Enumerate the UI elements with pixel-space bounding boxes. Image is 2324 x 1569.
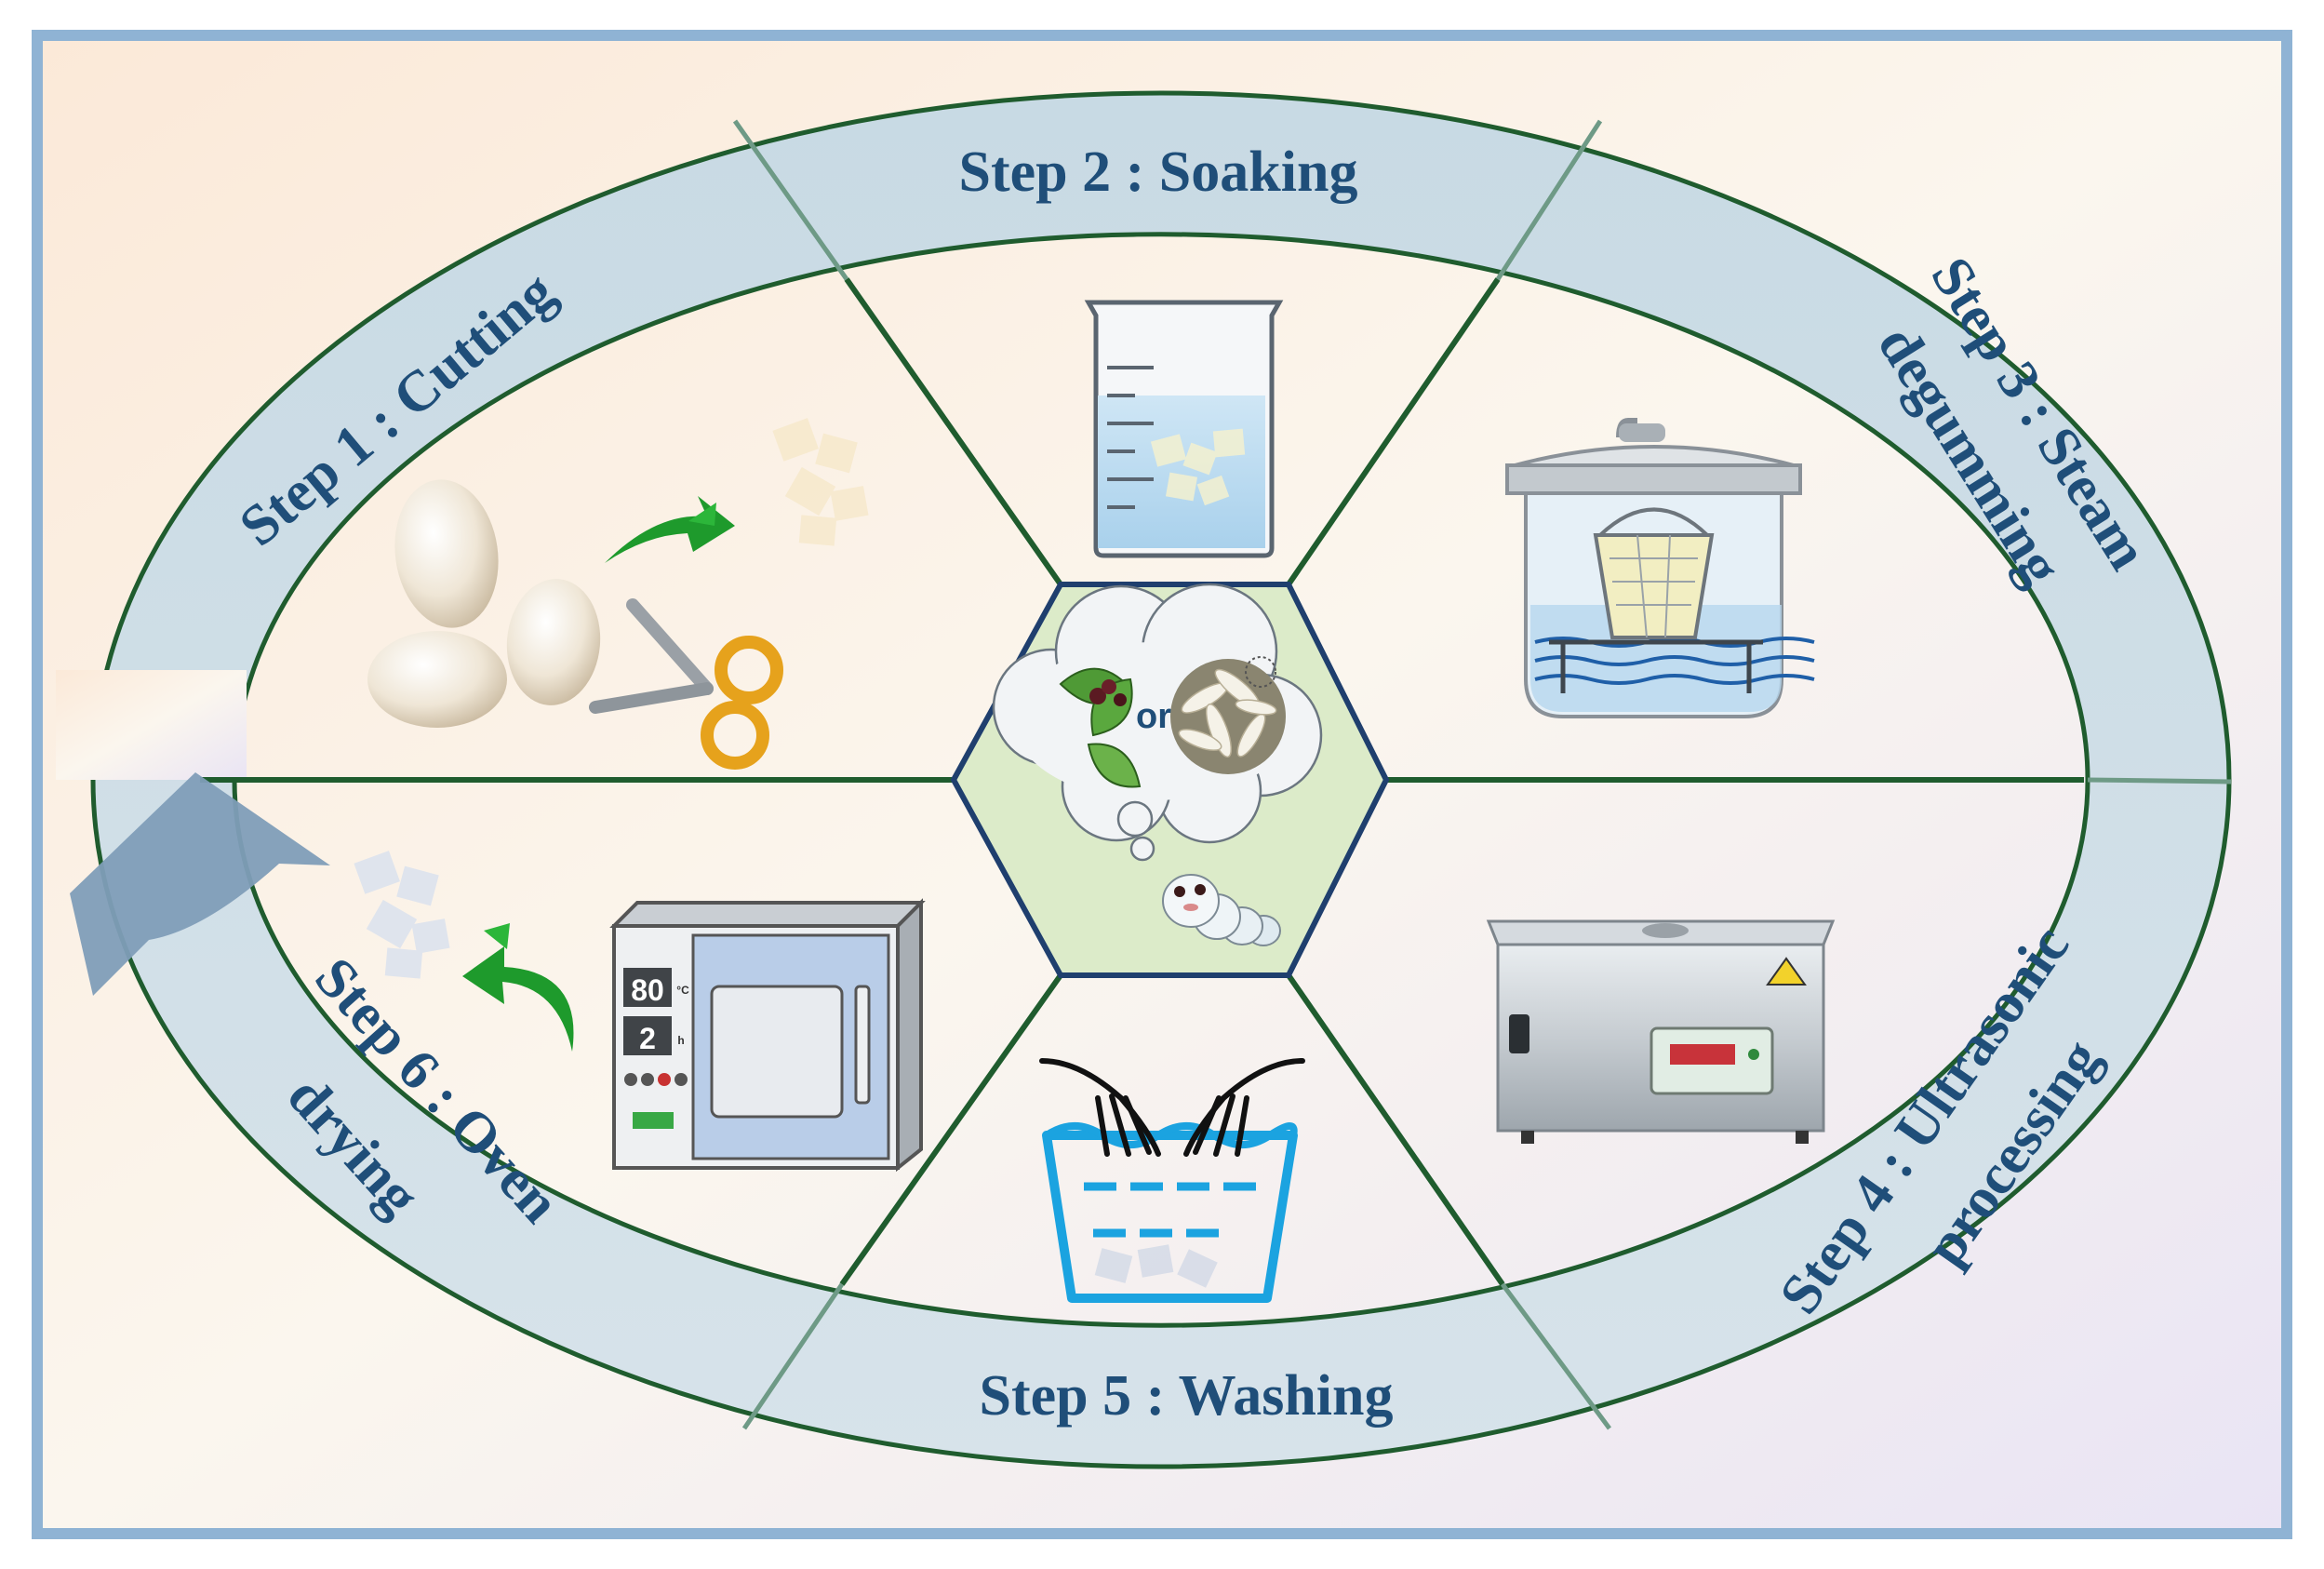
ring-dividers	[732, 119, 2232, 1430]
cut-pieces-icon	[772, 418, 869, 546]
ring-gap	[56, 670, 247, 780]
mesh-basket	[1593, 507, 1715, 639]
step-2-soaking: Step 2 : Soaking	[959, 141, 1358, 558]
oven-time: 2	[639, 1022, 656, 1055]
scissors-icon	[589, 598, 783, 770]
steamer-pot-icon	[1505, 418, 1815, 718]
green-arrow-icon-2	[462, 923, 574, 1052]
divider-upper-right	[1286, 277, 1501, 586]
cycle-arrow-icon	[70, 772, 330, 996]
divider-lower-right	[1286, 973, 1505, 1286]
ring-divider-bottom-left	[741, 1282, 845, 1430]
ring-divider-top-left	[732, 119, 849, 281]
green-arrow-icon	[605, 496, 735, 563]
divider-lower-left	[839, 973, 1063, 1286]
hands-icon	[1039, 1058, 1305, 1157]
ring-divider-bottom-right	[1500, 1282, 1612, 1430]
oven-temperature-unit: °C	[676, 984, 689, 997]
divider-upper-left	[844, 277, 1063, 586]
step-5-label: Step 5 : Washing	[979, 1364, 1393, 1428]
drying-oven-icon: 80 °C 2 h	[609, 898, 926, 1173]
beaker-icon	[1084, 300, 1284, 558]
oven-temperature: 80	[631, 973, 664, 1007]
ring-divider-top-right	[1495, 119, 1603, 281]
or-text: or	[1136, 697, 1171, 736]
washing-basin-icon	[1039, 1058, 1305, 1303]
ultrasonic-bath-icon	[1486, 919, 1836, 1144]
silkworm-icon	[1162, 874, 1281, 946]
mulberry-leaf-icon	[1059, 667, 1142, 788]
cocoon-pile-icon	[1170, 656, 1286, 774]
dried-pieces-icon	[354, 851, 450, 979]
center-hexagon: or	[950, 582, 1390, 978]
step-5-washing: Step 5 : Washing	[979, 1058, 1394, 1428]
silk-cocoon-icon	[367, 479, 601, 728]
ring-divider-right	[2087, 777, 2232, 784]
oven-time-unit: h	[677, 1034, 684, 1047]
sector-dividers	[200, 277, 2084, 1286]
step-2-label: Step 2 : Soaking	[959, 141, 1358, 204]
